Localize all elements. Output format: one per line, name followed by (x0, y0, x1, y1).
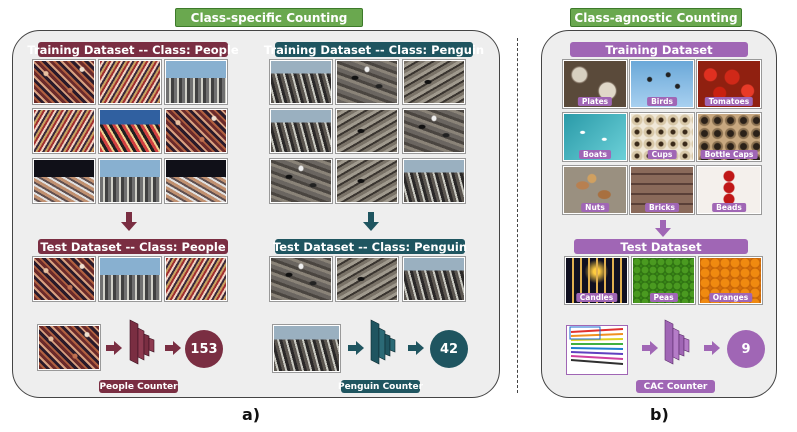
colored-pencils-icon (569, 326, 624, 365)
people-train-image (99, 109, 161, 153)
penguin-test-grid (270, 257, 470, 303)
people-train-image (33, 159, 95, 203)
right-arrow-icon (165, 341, 181, 355)
people-train-image (165, 109, 227, 153)
cac-test-label: Test Dataset (574, 239, 748, 254)
cac-class-label: Oranges (708, 293, 753, 302)
dashed-divider (517, 38, 518, 393)
cac-train-image-beads: Beads (697, 166, 761, 214)
cac-train-image-birds: Birds (630, 60, 694, 108)
cac-train-image-boats: Boats (563, 113, 627, 161)
class-agnostic-title: Class-agnostic Counting (570, 8, 742, 27)
right-arrow-icon (704, 341, 720, 355)
people-train-image (99, 159, 161, 203)
cac-class-label: Tomatoes (704, 97, 754, 106)
people-test-label: Test Dataset -- Class: People (38, 239, 228, 254)
penguin-train-image (270, 109, 332, 153)
right-arrow-icon (642, 341, 658, 355)
people-train-grid (33, 60, 229, 206)
penguin-test-image (403, 257, 465, 301)
cac-class-label: Peas (649, 293, 678, 302)
sublabel-b: b) (650, 405, 669, 424)
cac-class-label: Beads (712, 203, 746, 212)
right-arrow-icon (106, 341, 122, 355)
cac-train-image-nuts: Nuts (563, 166, 627, 214)
people-train-image (165, 159, 227, 203)
penguin-train-label: Training Dataset -- Class: Penguin (263, 42, 485, 57)
penguin-test-image (336, 257, 398, 301)
cac-train-image-bricks: Bricks (630, 166, 694, 214)
people-test-image (99, 257, 161, 301)
penguin-train-image (270, 159, 332, 203)
cac-class-label: Bottle Caps (700, 150, 758, 159)
cac-class-label: Birds (647, 97, 677, 106)
people-train-label: Training Dataset -- Class: People (27, 42, 239, 57)
penguin-train-image (403, 109, 465, 153)
people-count-circle: 153 (185, 330, 223, 368)
penguin-train-image (270, 60, 332, 104)
down-arrow-icon (363, 212, 379, 231)
people-cnn-icon (129, 319, 155, 365)
right-arrow-icon (408, 341, 424, 355)
cac-test-image-candles: Candles (565, 257, 628, 304)
penguin-train-grid (270, 60, 470, 206)
cac-test-image-peas: Peas (632, 257, 695, 304)
people-test-image (165, 257, 227, 301)
cac-train-image-tomatoes: Tomatoes (697, 60, 761, 108)
people-counter-label: People Counter (99, 380, 178, 393)
sublabel-a: a) (242, 405, 261, 424)
cac-input-image (566, 325, 628, 375)
penguin-counter-label: Penguin Counter (337, 380, 424, 393)
cac-train-image-bottle-caps: Bottle Caps (697, 113, 761, 161)
people-train-image (33, 109, 95, 153)
cac-class-label: Plates (577, 97, 613, 106)
cac-cnn-icon (664, 319, 690, 365)
cac-test-image-oranges: Oranges (699, 257, 762, 304)
cac-train-image-plates: Plates (563, 60, 627, 108)
people-test-grid (33, 257, 229, 303)
people-input-image (38, 325, 100, 370)
cac-class-label: Boats (579, 150, 611, 159)
penguin-train-image (336, 159, 398, 203)
cac-test-grid: Candles Peas Oranges (565, 257, 765, 307)
class-specific-title: Class-specific Counting (175, 8, 363, 27)
cac-train-grid: Plates Birds Tomatoes Boats Cups Bottle … (563, 60, 763, 216)
cac-train-label: Training Dataset (570, 42, 748, 57)
cac-class-label: Cups (647, 150, 677, 159)
people-train-image (33, 60, 95, 104)
cac-train-image-cups: Cups (630, 113, 694, 161)
penguin-train-image (336, 109, 398, 153)
cac-class-label: Candles (575, 293, 618, 302)
right-arrow-icon (348, 341, 364, 355)
cac-counter-label: CAC Counter (636, 380, 715, 393)
down-arrow-icon (655, 220, 671, 237)
cac-class-label: Nuts (581, 203, 609, 212)
cac-class-label: Bricks (645, 203, 679, 212)
penguin-count-circle: 42 (430, 330, 468, 368)
penguin-cnn-icon (370, 319, 396, 365)
penguin-train-image (403, 60, 465, 104)
people-train-image (165, 60, 227, 104)
penguin-test-image (270, 257, 332, 301)
penguin-train-image (403, 159, 465, 203)
penguin-input-image (273, 325, 340, 372)
cac-count-circle: 9 (727, 330, 765, 368)
down-arrow-icon (121, 212, 137, 231)
people-test-image (33, 257, 95, 301)
penguin-test-label: Test Dataset -- Class: Penguin (272, 239, 468, 254)
penguin-train-image (336, 60, 398, 104)
people-train-image (99, 60, 161, 104)
